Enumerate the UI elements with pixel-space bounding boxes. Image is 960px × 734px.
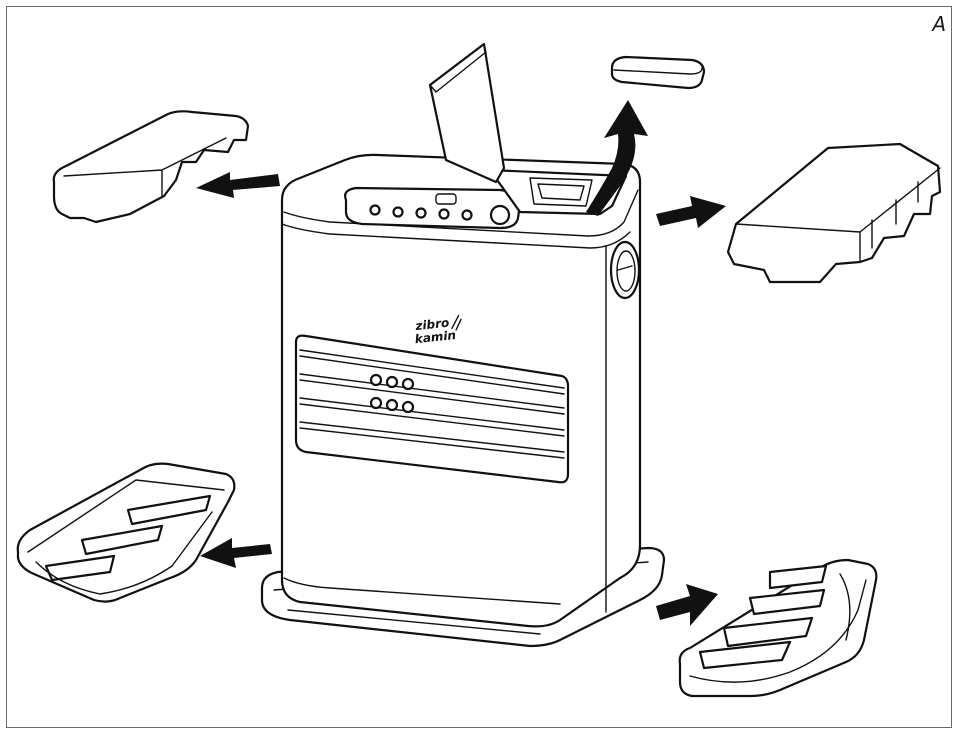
packaging-bottom-right	[678, 558, 878, 698]
control-panel	[344, 186, 522, 230]
control-button-5	[461, 209, 473, 221]
arrow-left-bottom	[200, 538, 272, 568]
packaging-bottom-left	[16, 462, 236, 603]
brand-logo: zibro kamin	[414, 314, 462, 346]
front-grill	[294, 334, 570, 484]
control-button-3	[415, 207, 427, 219]
figure-frame	[6, 6, 952, 728]
fuel-cap-arrow	[586, 100, 648, 216]
packaging-top-left	[52, 110, 250, 224]
control-dial	[489, 204, 511, 226]
brand-logo-line1: zibro	[414, 316, 450, 334]
arrow-left-top	[196, 172, 280, 198]
fuel-cap	[610, 55, 706, 90]
figure-label: A	[932, 12, 946, 36]
fuel-lid-open	[428, 42, 506, 184]
side-gauge	[609, 240, 641, 300]
arrow-right-top	[656, 196, 726, 228]
control-button-2	[392, 206, 404, 218]
arrow-right-bottom	[656, 584, 718, 626]
control-button-1	[369, 204, 381, 216]
packaging-top-right	[726, 142, 942, 284]
control-button-4	[438, 208, 450, 220]
brand-logo-line2: kamin	[414, 328, 456, 346]
